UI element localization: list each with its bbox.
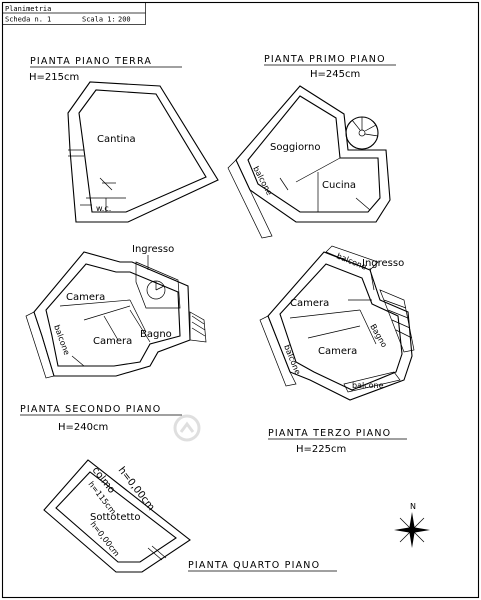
plan-piano-terra: PIANTA PIANO TERRA H=215cm Cantina w.c.: [29, 56, 219, 223]
room-balcone-terzo-bottom: balcone: [352, 381, 384, 390]
room-sottotetto: Sottotetto: [90, 512, 140, 523]
plan-terzo-piano: balcone Ingresso Camera Bagno Camera bal…: [259, 245, 415, 455]
plan-secondo-piano: Ingresso Camera Camera Bagno balcone PIA…: [20, 244, 207, 433]
header-title: Planimetria: [5, 5, 51, 13]
label-h-top: h=0,00cm: [116, 465, 157, 513]
plan-primo-piano-height: H=245cm: [310, 69, 360, 80]
plan-primo-piano-title: PIANTA PRIMO PIANO: [264, 54, 386, 65]
casa-watermark: [173, 414, 201, 442]
compass-rose-icon: N: [394, 502, 430, 548]
room-balcone-primo: balcone: [251, 165, 274, 197]
room-bagno-secondo: Bagno: [140, 329, 172, 340]
header-box: Planimetria Scheda n. 1 Scala 1: 200: [2, 2, 146, 25]
stair-hatch-secondo: [189, 311, 207, 343]
stair-hatch-terzo: [379, 289, 415, 353]
room-camera-terzo-1: Camera: [290, 298, 329, 309]
room-bagno-terzo: Bagno: [368, 323, 389, 350]
plan-piano-terra-title: PIANTA PIANO TERRA: [30, 56, 152, 67]
header-scala-label: Scala 1:: [82, 16, 116, 24]
room-cucina: Cucina: [322, 180, 356, 191]
room-camera-secondo-1: Camera: [66, 292, 105, 303]
room-wc: w.c.: [96, 204, 111, 213]
plan-piano-terra-height: H=215cm: [29, 72, 79, 83]
room-camera-secondo-2: Camera: [93, 336, 132, 347]
plan-primo-piano: PIANTA PRIMO PIANO H=245cm Soggiorno Cuc…: [227, 54, 396, 239]
room-camera-terzo-2: Camera: [318, 346, 357, 357]
room-ingresso-terzo: Ingresso: [362, 258, 404, 269]
plan-secondo-piano-title: PIANTA SECONDO PIANO: [20, 404, 161, 415]
plan-terzo-piano-height: H=225cm: [296, 444, 346, 455]
room-soggiorno: Soggiorno: [270, 142, 320, 153]
header-scala-value: 200: [118, 16, 131, 24]
plan-quarto-piano-title: PIANTA QUARTO PIANO: [188, 560, 320, 571]
room-cantina: Cantina: [97, 134, 136, 145]
compass-north-label: N: [410, 502, 416, 511]
plan-quarto-piano: colmo h=115cm h=0,00cm Sottotetto h=0,00…: [43, 459, 337, 573]
plan-secondo-piano-height: H=240cm: [58, 422, 108, 433]
plan-terzo-piano-title: PIANTA TERZO PIANO: [268, 428, 391, 439]
room-ingresso-secondo: Ingresso: [132, 244, 174, 255]
header-scheda-value: 1: [47, 16, 51, 24]
header-scheda-label: Scheda n.: [5, 16, 43, 24]
